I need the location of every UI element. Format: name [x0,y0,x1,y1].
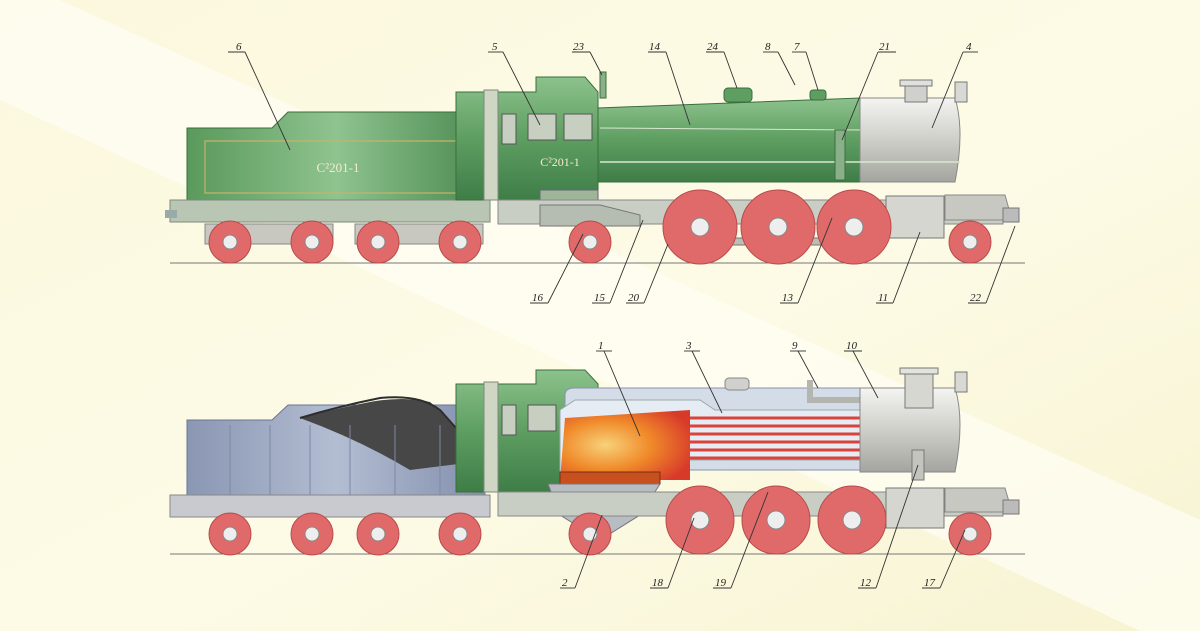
svg-text:10: 10 [846,340,858,352]
svg-text:14: 14 [649,41,661,53]
tender-wheel [208,512,252,556]
ash-hopper-top [539,204,641,227]
boiler-top [597,71,968,183]
leading-wheel [948,512,992,556]
svg-text:20: 20 [628,292,640,304]
svg-text:22: 22 [970,292,982,304]
callout-13: 13 [780,217,833,304]
cab-top: С²201-1 [455,76,599,216]
callout-18: 18 [650,517,695,589]
callout-2: 2 [560,514,603,589]
cutaway-view [169,367,1025,555]
driving-wheel [817,485,887,555]
svg-text:12: 12 [860,577,872,589]
leading-wheel [948,220,992,264]
callout-16: 16 [530,233,584,304]
svg-text:11: 11 [878,292,888,304]
steam-pipe [807,380,870,403]
pilot-top [944,194,1013,221]
svg-text:6: 6 [236,41,242,53]
svg-text:3: 3 [685,340,692,352]
svg-text:23: 23 [573,41,585,53]
fire-tubes [690,416,860,460]
callout-23: 23 [572,41,603,76]
trailing-wheel [568,220,612,264]
pilot-bottom [944,487,1013,513]
svg-text:4: 4 [966,41,972,53]
tender-wheel [290,220,334,264]
tender-wheel [438,220,482,264]
callout-14: 14 [648,41,691,126]
cylinder-bottom [885,487,945,529]
callout-8: 8 [763,41,796,86]
driving-wheel [740,189,816,265]
callout-7: 7 [792,41,819,91]
svg-text:19: 19 [715,577,727,589]
callout-10: 10 [844,340,879,399]
exterior-view: С²201-1 С²201-1 [165,71,1025,264]
svg-text:13: 13 [782,292,794,304]
svg-text:5: 5 [492,41,498,53]
callout-21: 21 [841,41,896,141]
driving-wheel [665,485,735,555]
tender-wheel [356,220,400,264]
cylinder-top [885,195,945,239]
tender-wheel [438,512,482,556]
buffer-bottom [1002,499,1020,515]
svg-text:17: 17 [924,577,936,589]
callout-20: 20 [626,243,669,304]
svg-text:16: 16 [532,292,544,304]
svg-text:15: 15 [594,292,606,304]
buffer-top [1002,207,1020,223]
callout-19: 19 [713,491,769,589]
svg-text:7: 7 [794,41,800,53]
svg-text:8: 8 [765,41,771,53]
callout-1: 1 [596,340,641,437]
callout-6: 6 [228,41,291,151]
tender-wheel [290,512,334,556]
cab-marking: С²201-1 [540,155,580,169]
callout-5: 5 [488,41,541,126]
callout-12: 12 [858,464,919,589]
svg-text:24: 24 [707,41,719,53]
svg-text:1: 1 [598,340,604,352]
tender-wheel [208,220,252,264]
callout-4: 4 [931,41,978,129]
callouts: 6 5 23 14 24 8 7 21 4 16 15 20 13 11 22 … [228,41,1016,589]
callout-17: 17 [922,529,966,589]
tender-marking: С²201-1 [317,160,360,175]
svg-text:21: 21 [879,41,890,53]
callout-9: 9 [790,340,819,389]
driving-wheel [816,189,892,265]
driving-wheel [662,189,738,265]
smokebox-chimney [904,371,934,409]
svg-text:2: 2 [562,577,568,589]
callout-3: 3 [684,340,723,414]
tender-top: С²201-1 [165,111,491,223]
callout-15: 15 [592,219,644,304]
boiler-cutaway [547,367,968,541]
svg-text:18: 18 [652,577,664,589]
wheels-top [208,189,992,265]
tender-wheel [356,512,400,556]
callout-11: 11 [876,231,921,304]
callout-24: 24 [706,41,738,89]
tender-bottom [169,396,491,518]
svg-text:9: 9 [792,340,798,352]
firebox [560,410,690,480]
grate [559,471,661,485]
driving-wheel [741,485,811,555]
callout-22: 22 [968,225,1016,304]
